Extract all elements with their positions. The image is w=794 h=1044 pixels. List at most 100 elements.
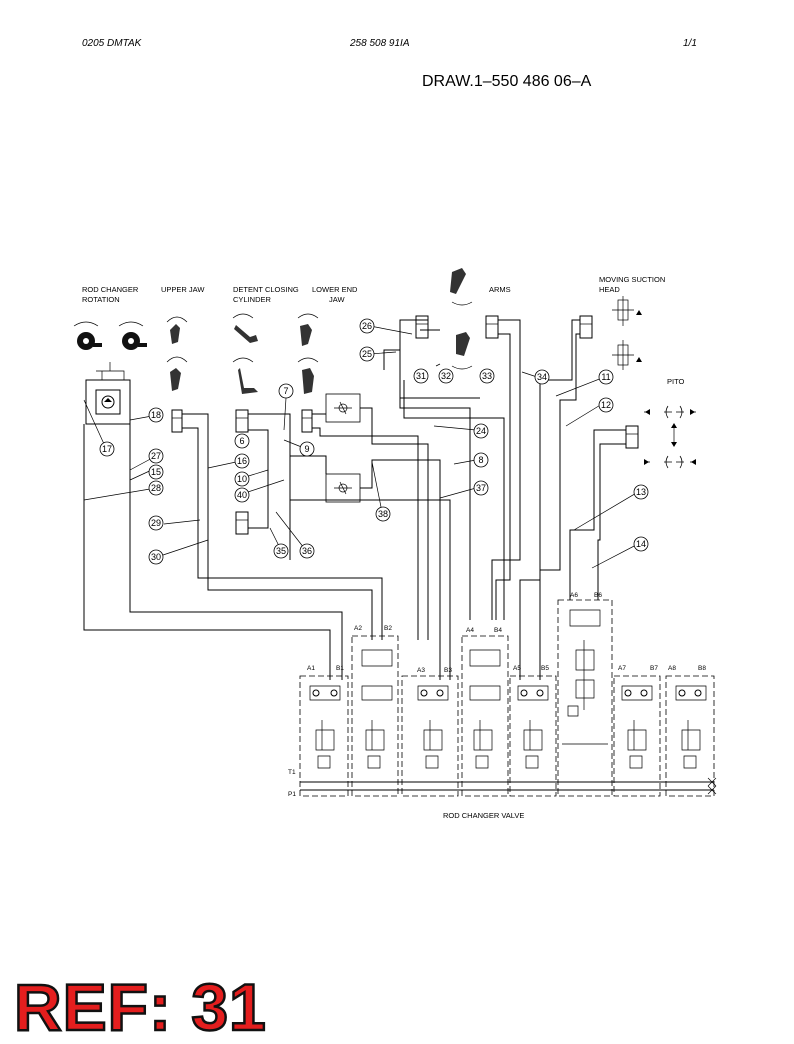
- callout-7: 7: [278, 383, 294, 399]
- label-detent-1: DETENT CLOSING: [233, 285, 299, 294]
- callout-14-text: 14: [636, 539, 646, 549]
- callout-8-text: 8: [478, 455, 483, 465]
- callout-18-text: 18: [151, 410, 161, 420]
- port-a2: A2: [354, 625, 362, 632]
- port-b8: B8: [698, 665, 706, 672]
- hydraulic-lines: [83, 319, 639, 680]
- callout-11-text: 11: [601, 372, 610, 382]
- label-lower-end-1: LOWER END: [312, 285, 358, 294]
- callout-40-text: 40: [237, 490, 247, 500]
- spool-section: [517, 685, 549, 769]
- callout-24-text: 24: [476, 426, 486, 436]
- drawing-number: DRAW.1–550 486 06–A: [422, 73, 592, 90]
- callout-33: 33: [479, 368, 495, 384]
- function-labels: ROD CHANGER ROTATION UPPER JAW DETENT CL…: [82, 275, 685, 386]
- callout-34-text: 34: [537, 372, 547, 382]
- callout-10: 10: [234, 471, 250, 487]
- port-b2: B2: [384, 625, 392, 632]
- label-arms: ARMS: [489, 285, 511, 294]
- callout-34: 34: [534, 369, 550, 385]
- callout-17: 17: [99, 441, 115, 457]
- header-part-number: 258 508 91IA: [350, 38, 410, 49]
- callout-32: 32: [438, 368, 454, 384]
- callout-7-text: 7: [283, 386, 288, 396]
- upper-jaw-icon: [166, 316, 188, 391]
- rod-changer-valve-bank: [299, 599, 717, 797]
- callout-17-text: 17: [102, 444, 112, 454]
- pito-coupling-icon: [644, 405, 696, 469]
- cylinder-detent-bottom: [235, 511, 249, 535]
- callout-38-text: 38: [378, 509, 388, 519]
- callout-37: 37: [473, 480, 489, 496]
- callout-13: 13: [633, 484, 649, 500]
- port-a6: A6: [570, 592, 578, 599]
- spool-section: [309, 685, 341, 769]
- label-upper-jaw: UPPER JAW: [161, 285, 205, 294]
- callout-29: 29: [148, 515, 164, 531]
- callout-37-text: 37: [476, 483, 486, 493]
- callout-15: 15: [148, 464, 164, 480]
- header-left: 0205 DMTAK: [82, 38, 142, 49]
- callout-6-text: 6: [239, 436, 244, 446]
- port-a4: A4: [466, 627, 474, 634]
- callout-16-text: 16: [237, 456, 247, 466]
- throttle-valve-upper: [325, 393, 361, 423]
- callout-26: 26: [359, 318, 375, 334]
- ref-label: REF: 31: [13, 970, 267, 1044]
- lower-jaw-icon: [297, 313, 319, 394]
- cylinder-upper-jaw: [171, 409, 183, 433]
- callout-30: 30: [148, 549, 164, 565]
- label-lower-end-2: JAW: [329, 295, 345, 304]
- port-a3: A3: [417, 667, 425, 674]
- cylinder-pito: [625, 425, 639, 449]
- header-page: 1/1: [683, 38, 697, 49]
- arms-icon: [450, 268, 473, 370]
- cylinder-suction-head: [579, 315, 593, 339]
- cylinder-lower-jaw: [301, 409, 313, 433]
- detent-icon: [232, 313, 258, 394]
- valve-caption: ROD CHANGER VALVE: [443, 811, 524, 820]
- label-rod-changer-2: ROTATION: [82, 295, 120, 304]
- label-suction-1: MOVING SUCTION: [599, 275, 665, 284]
- callout-40: 40: [234, 487, 250, 503]
- callout-38: 38: [375, 506, 391, 522]
- port-labels: A1 B1 A2 B2 A3 B3 A4 B4 A5 B5 A6 B6 A7 B…: [288, 592, 706, 820]
- callout-25-text: 25: [362, 349, 372, 359]
- spool-section: [621, 685, 653, 769]
- callout-29-text: 29: [151, 518, 161, 528]
- label-pito: PITO: [667, 377, 685, 386]
- port-p1: P1: [288, 791, 296, 798]
- port-a8: A8: [668, 665, 676, 672]
- label-rod-changer-1: ROD CHANGER: [82, 285, 139, 294]
- spool-section: [675, 685, 707, 769]
- port-a5: A5: [513, 665, 521, 672]
- callout-31-text: 31: [416, 371, 426, 381]
- port-b6: B6: [594, 592, 602, 599]
- callout-13-text: 13: [636, 487, 646, 497]
- cylinder-detent-top: [235, 409, 249, 433]
- spool-section: [361, 649, 393, 769]
- callout-11: 11: [598, 369, 614, 385]
- label-detent-2: CYLINDER: [233, 295, 272, 304]
- port-a1: A1: [307, 665, 315, 672]
- rotation-wheel-icon: [73, 321, 102, 350]
- callout-10-text: 10: [237, 474, 247, 484]
- callout-16: 16: [234, 453, 250, 469]
- port-b3: B3: [444, 667, 452, 674]
- callout-8: 8: [473, 452, 489, 468]
- callout-14: 14: [633, 536, 649, 552]
- port-b4: B4: [494, 627, 502, 634]
- port-b1: B1: [336, 665, 344, 672]
- callout-32-text: 32: [441, 371, 451, 381]
- spool-section: [469, 649, 501, 769]
- label-suction-2: HEAD: [599, 285, 620, 294]
- callout-36-text: 36: [302, 546, 312, 556]
- pictograms: [73, 268, 696, 469]
- rotation-motor-symbol: [85, 362, 131, 425]
- callout-24: 24: [473, 423, 489, 439]
- cylinder-arms-right: [485, 315, 499, 339]
- suction-head-icon: [612, 296, 642, 370]
- callout-31: 31: [413, 368, 429, 384]
- callout-36: 36: [299, 543, 315, 559]
